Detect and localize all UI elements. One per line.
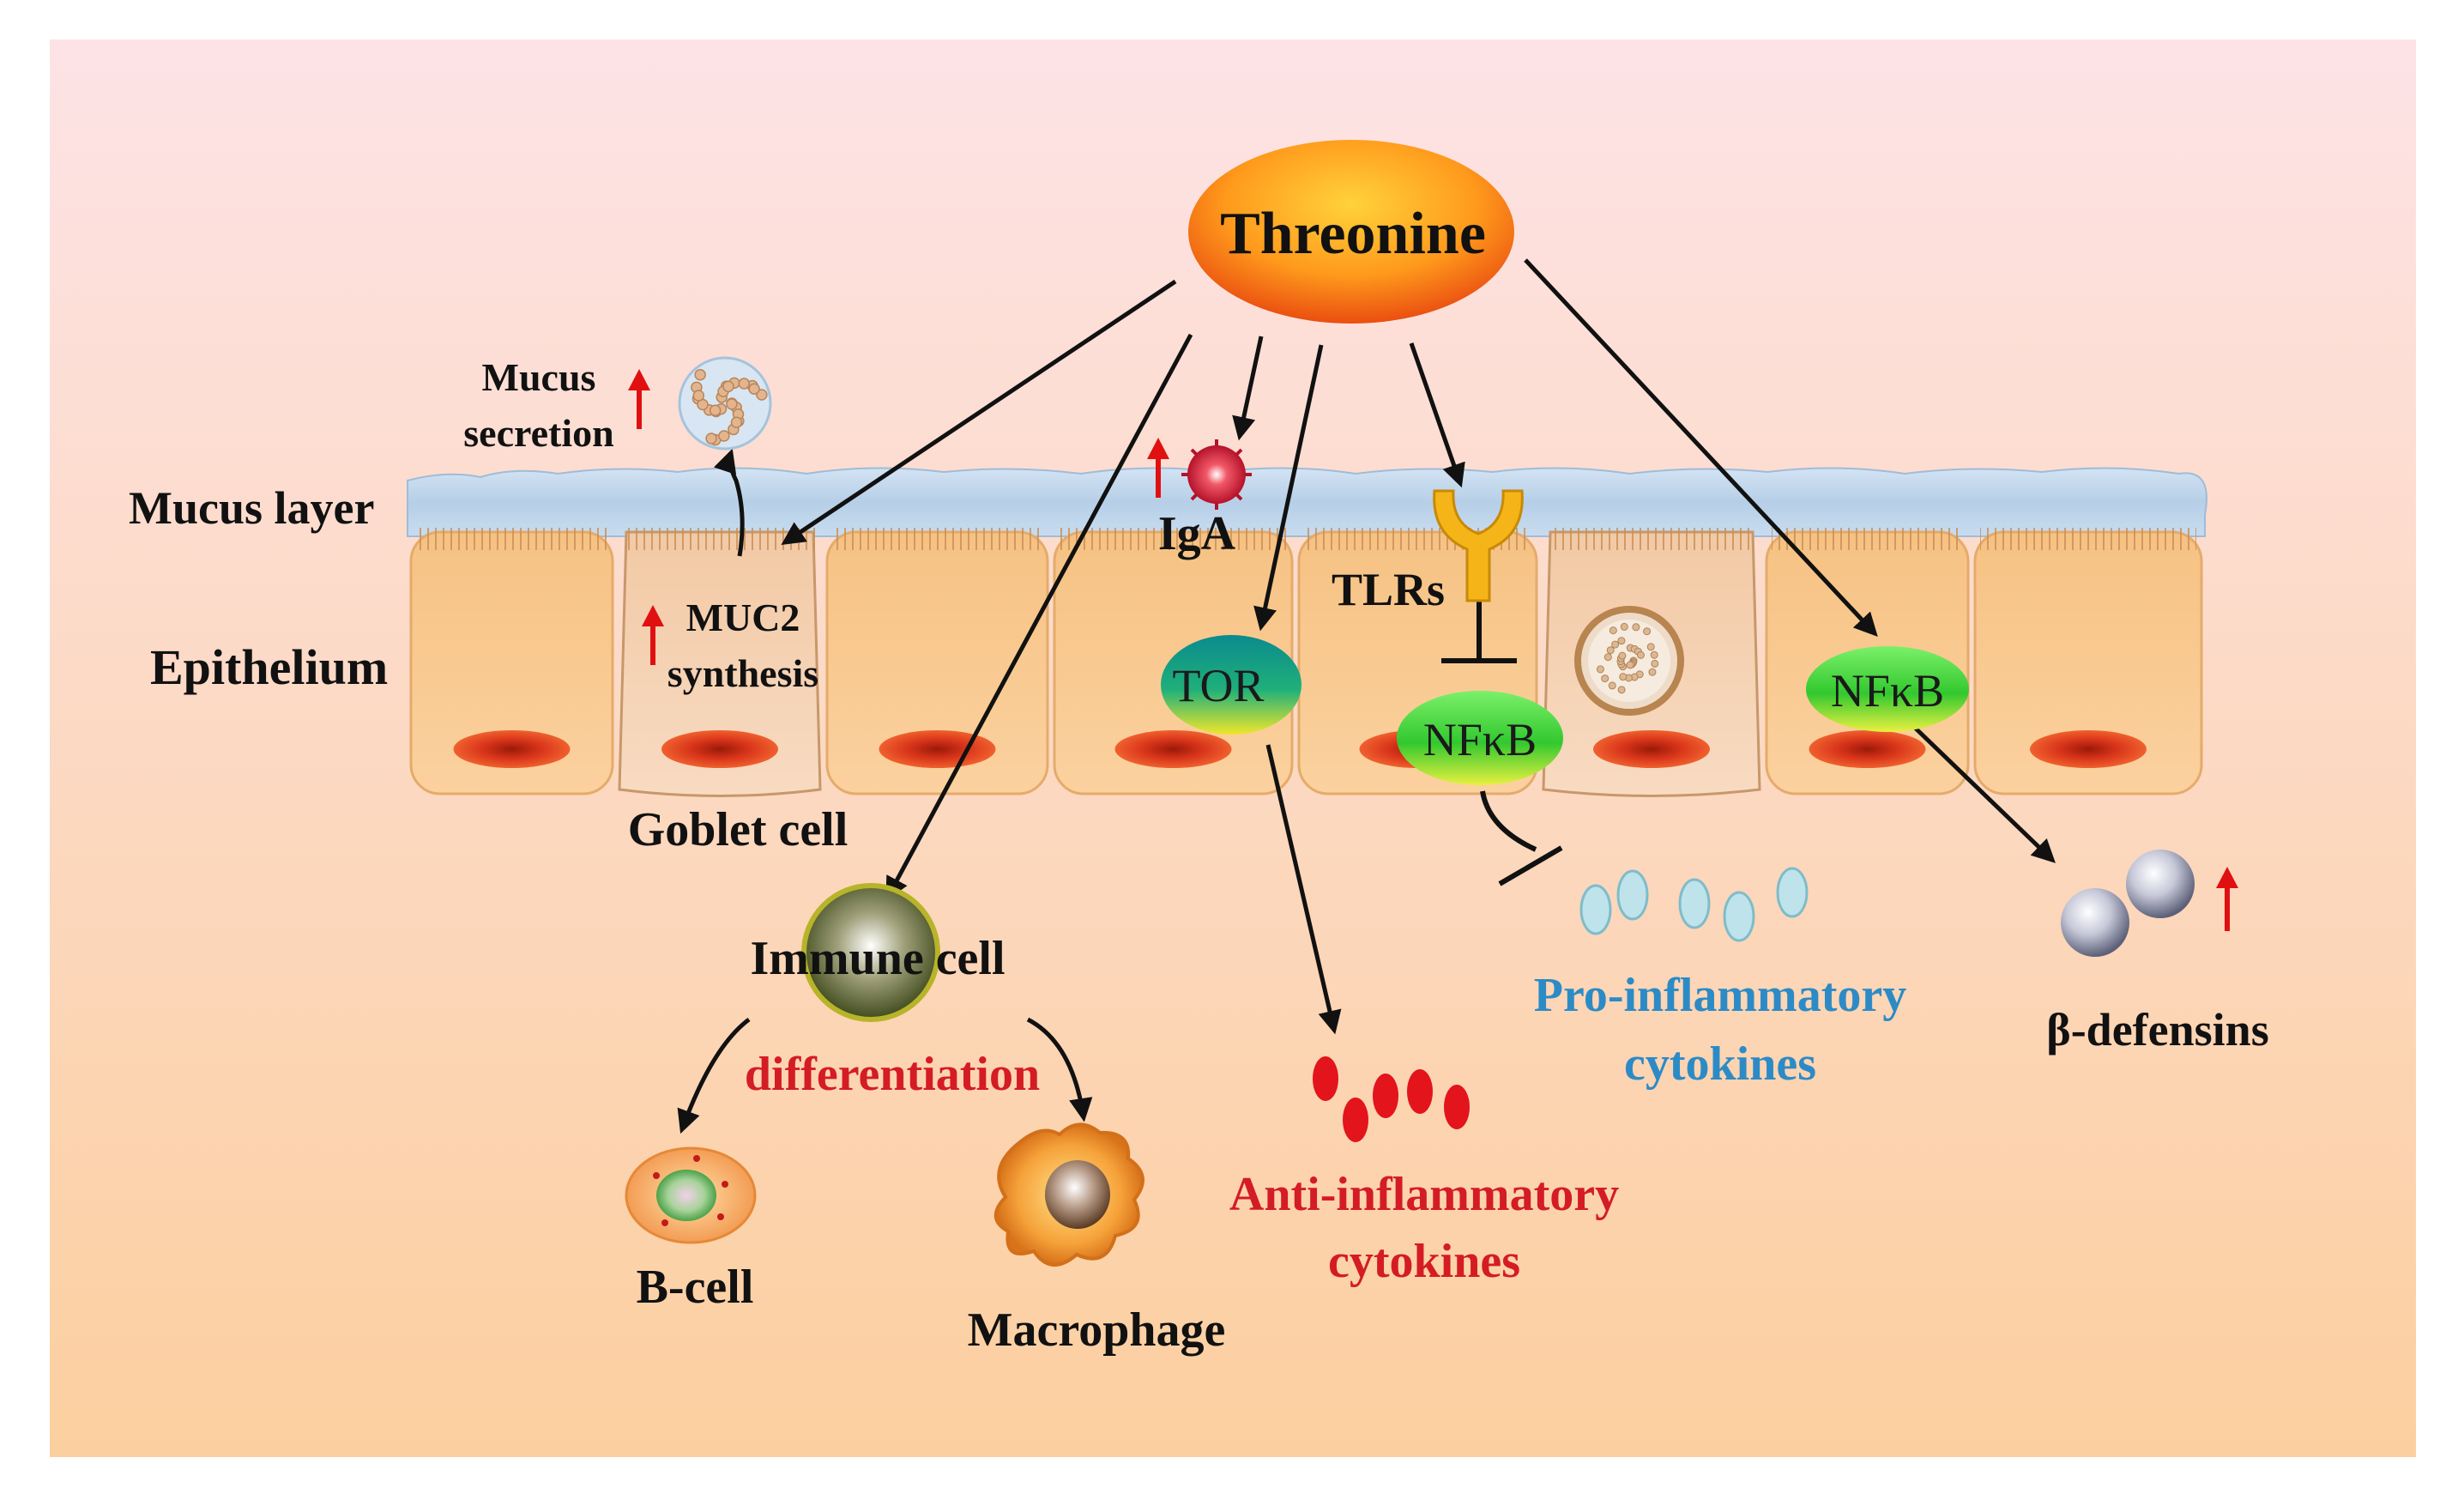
macrophage-icon — [993, 1122, 1144, 1267]
b-cell-icon — [625, 1146, 757, 1244]
tlrs-label: TLRs — [1332, 564, 1445, 615]
arrow-tor-to-anti — [1265, 744, 1342, 1035]
arrow-to-tlrs — [1409, 342, 1465, 488]
beta-defensin-icons — [2061, 850, 2195, 957]
epithelial-cell — [409, 528, 614, 795]
up-arrow-defensins — [2216, 867, 2238, 931]
pathway-arrows — [677, 258, 2056, 1134]
iga-antibody-icon — [1181, 439, 1252, 510]
pro-inflammatory-label-1: Pro-inflammatory — [1534, 969, 1906, 1022]
threonine-label: Threonine — [1220, 201, 1486, 267]
arrow-to-tor — [1253, 344, 1324, 632]
epithelium-label: Epithelium — [150, 639, 388, 695]
arrow-nfkb-to-defensins — [1913, 726, 2056, 863]
muc2-label-2: synthesis — [667, 651, 818, 695]
goblet-cell-label: Goblet cell — [628, 803, 849, 856]
b-cell-label: B-cell — [637, 1261, 754, 1314]
threonine-node — [1188, 140, 1514, 324]
arrow-to-b-cell — [677, 1017, 751, 1134]
immune-cell-icon — [801, 883, 940, 1022]
anti-inflammatory-label-2: cytokines — [1328, 1235, 1520, 1288]
macrophage-label: Macrophage — [968, 1303, 1226, 1357]
pro-inflammatory-label-2: cytokines — [1624, 1037, 1816, 1091]
mucus-secretion-label-2: secretion — [463, 411, 613, 455]
iga-label: IgA — [1158, 507, 1236, 560]
up-arrow-muc2 — [642, 605, 664, 665]
tor-node — [1161, 635, 1301, 735]
immune-cell-label: Immune cell — [750, 932, 1005, 985]
inhibition-symbols — [1441, 601, 1563, 886]
tlr-receptor-icon — [1433, 489, 1524, 602]
mucus-secretion-label-1: Mucus — [482, 355, 596, 399]
arrow-muc2-to-mucus — [714, 448, 745, 557]
nfkb-label-right: NFκB — [1831, 665, 1944, 717]
muc2-label-1: MUC2 — [686, 596, 800, 639]
up-arrow-iga — [1147, 438, 1169, 498]
mucus-layer-band — [407, 467, 2207, 537]
epithelial-cell — [1973, 528, 2203, 795]
pro-inflammatory-cytokine-icons — [1579, 867, 1809, 942]
nfkb-node-right — [1806, 646, 1969, 732]
differentiation-label: differentiation — [745, 1048, 1040, 1101]
mucus-granule — [678, 356, 772, 451]
nfkb-node-left — [1397, 691, 1563, 785]
arrow-to-macrophage — [1026, 1017, 1093, 1122]
arrow-to-iga — [1232, 336, 1264, 441]
beta-defensins-label: β-defensins — [2046, 1004, 2268, 1055]
anti-inflammatory-label-1: Anti-inflammatory — [1229, 1168, 1619, 1221]
goblet-vesicle — [1574, 606, 1684, 716]
nfkb-label-left: NFκB — [1423, 714, 1537, 765]
tor-label: TOR — [1172, 660, 1264, 711]
mucus-layer-label: Mucus layer — [129, 482, 374, 534]
increase-indicators — [628, 369, 2238, 931]
up-arrow-mucus — [628, 369, 650, 429]
arrow-to-immune-cell — [885, 333, 1193, 901]
goblet-cell — [618, 528, 822, 797]
arrow-to-nfkb-right — [1524, 258, 1878, 638]
epithelial-cell — [825, 528, 1049, 795]
anti-inflammatory-cytokine-icons — [1313, 1056, 1470, 1142]
arrow-to-goblet — [781, 279, 1177, 546]
